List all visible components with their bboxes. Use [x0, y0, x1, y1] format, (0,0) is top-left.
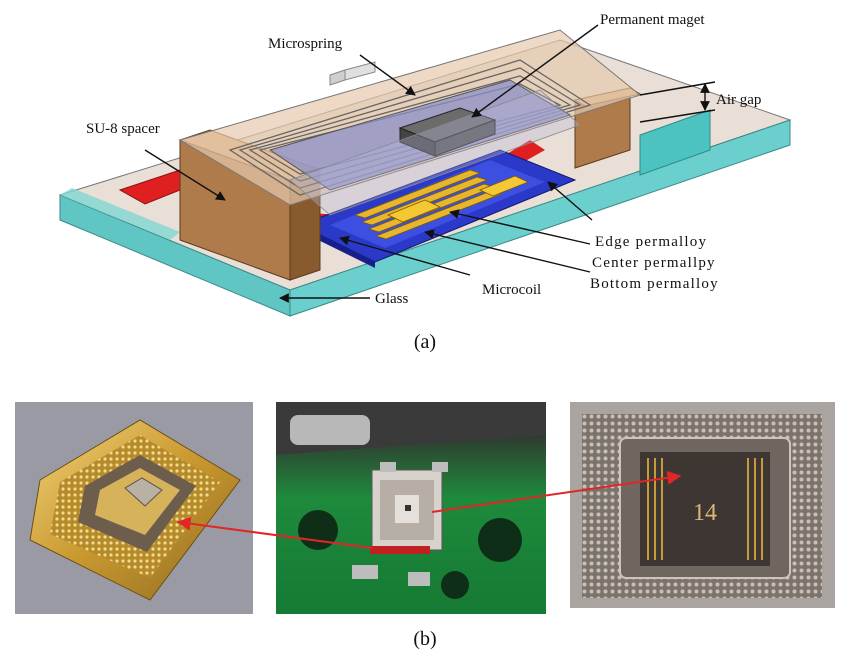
label-microspring: Microspring: [268, 36, 343, 52]
label-microcoil: Microcoil: [482, 282, 541, 298]
label-su8-spacer: SU-8 spacer: [86, 121, 160, 137]
leader-su8-spacer: [144, 149, 226, 201]
bottom-plate: [289, 89, 581, 216]
leader-permanent-magnet: [471, 24, 599, 118]
red-arrow-to-package: [176, 516, 373, 549]
caption-b: (b): [413, 628, 436, 650]
label-center-permalloy: Center permallpy: [592, 255, 716, 271]
leader-microspring: [359, 54, 416, 96]
panel-a-diagram: [58, 29, 792, 317]
red-arrow-to-die: [431, 470, 682, 513]
label-edge-permalloy: Edge permalloy: [595, 234, 707, 250]
leader-edge-permalloy: [547, 181, 593, 221]
panel-a-annotations: [144, 24, 716, 303]
label-bottom-permalloy: Bottom permalloy: [590, 276, 719, 292]
photo-device-on-pcb: [276, 402, 546, 614]
glass-right-edge: [639, 109, 711, 176]
leader-center-permalloy: [449, 209, 591, 245]
die-marking: 14: [693, 500, 717, 526]
label-air-gap: Air gap: [716, 92, 761, 108]
caption-a: (a): [414, 331, 436, 353]
leader-microcoil: [339, 235, 471, 276]
label-permanent-magnet: Permanent maget: [600, 12, 705, 28]
panel-b-arrows: [176, 470, 682, 549]
label-glass: Glass: [375, 291, 408, 307]
die-gold-lines: [647, 458, 763, 560]
panel-a-labels: Permanent maget Microspring Air gap SU-8…: [86, 12, 761, 307]
photo-packaged-device: [15, 402, 253, 614]
air-gap-line-bottom: [639, 109, 716, 123]
permalloy-strips: [353, 169, 530, 240]
photo-die-closeup: 14: [570, 402, 835, 608]
leader-bottom-permalloy: [424, 229, 591, 273]
